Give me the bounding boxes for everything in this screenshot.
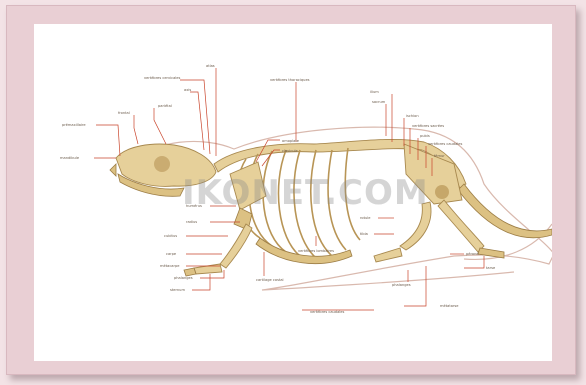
label-fibula: péroné [466,252,479,256]
label-premaxillary: prémaxillaire [62,123,86,127]
label-phalanges-hind: phalanges [392,283,411,287]
label-metacarpus: métacarpe [160,264,180,268]
label-pubis: pubis [420,134,430,138]
label-atlas: atlas [206,64,215,68]
label-parietal: pariétal [158,104,172,108]
label-femur: fémur [434,154,445,158]
label-sternum: sternum [170,288,185,292]
label-carpus: carpe [166,252,177,256]
label-caudal-vertebrae: vertèbres caudales [428,142,462,146]
watermark: IKONET.COM [182,173,429,213]
label-tibia: tibia [360,232,368,236]
label-axis: axis [184,88,191,92]
label-costal-cartilage: cartilage costal [256,278,284,282]
label-frontal: frontal [118,111,130,115]
label-phalanges-front: phalanges [174,276,193,280]
label-thoracic-vertebrae: vertèbres thoraciques [270,78,310,82]
label-mandible: mandibule [60,156,80,160]
label-metatarsus: métatarse [440,304,459,308]
label-ulna: cubitus [164,234,177,238]
label-humerus: humérus [186,204,202,208]
label-clavicle: clavicule [282,149,299,153]
label-sacral-vertebrae: vertèbres sacrées [412,124,444,128]
label-lumbar-vertebrae: vertèbres lombaires [298,249,334,253]
label-caudal-bottom: vertèbres caudales [310,310,344,314]
diagram-panel: IKONET.COM [34,24,552,361]
label-patella: rotule [360,216,371,220]
label-radius: radius [186,220,197,224]
label-cervical-vertebrae: vertèbres cervicales [144,76,181,80]
label-ilium: ilium [370,90,379,94]
rat-skeleton-diagram: IKONET.COM [34,24,552,361]
label-scapula: omoplate [282,139,300,143]
label-sacrum: sacrum [372,100,386,104]
label-ischium: ischion [406,114,419,118]
label-tarsus: tarse [486,266,496,270]
